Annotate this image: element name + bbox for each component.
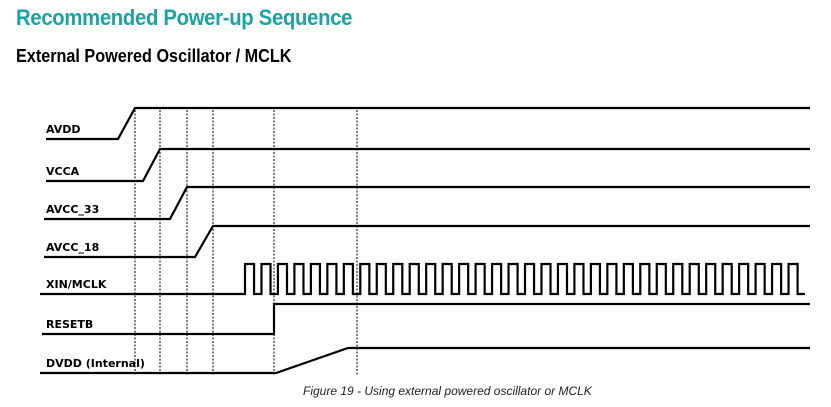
signal-label: XIN/MCLK: [46, 278, 107, 291]
waveforms: [40, 106, 810, 375]
section-subtitle: External Powered Oscillator / MCLK: [16, 46, 292, 66]
waveform-resetb: [42, 302, 810, 336]
waveform-vcca: [46, 147, 810, 183]
page-title: Recommended Power-up Sequence: [16, 5, 353, 30]
waveform-dvdd-internal: [40, 346, 810, 375]
signal-label: AVCC_33: [46, 203, 99, 216]
waveform-avcc-33: [44, 185, 810, 221]
figure-caption: Figure 19 - Using external powered oscil…: [303, 384, 592, 398]
signal-label: RESETB: [46, 318, 93, 331]
signal-label: VCCA: [46, 165, 80, 178]
waveform-xin-mclk: [40, 262, 805, 296]
waveform-avdd: [46, 106, 810, 141]
signal-label: AVCC_18: [46, 241, 99, 254]
waveform-avcc-18: [44, 224, 810, 259]
signal-label: AVDD: [46, 123, 81, 136]
signal-label: DVDD (Internal): [46, 357, 145, 370]
